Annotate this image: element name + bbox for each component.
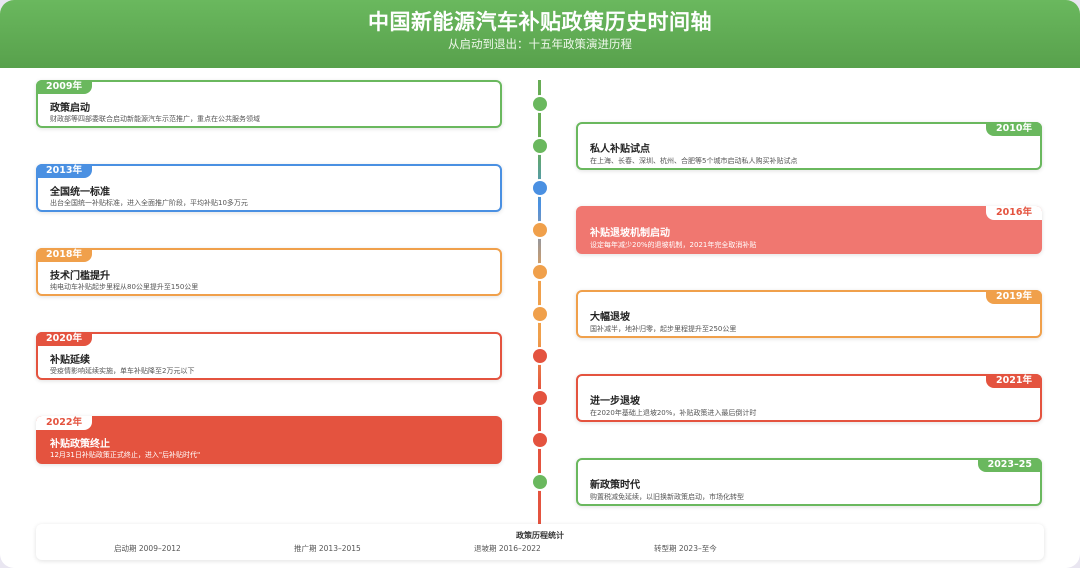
year-badge: 2009年: [36, 80, 92, 94]
page-title: 中国新能源汽车补贴政策历史时间轴: [368, 10, 712, 34]
event-description: 12月31日补贴政策正式终止，进入"后补贴时代": [50, 451, 201, 459]
event-card-2021: 2021年 进一步退坡 在2020年基础上退坡20%，补贴政策进入最后倒计时: [576, 374, 1042, 422]
timeline-dot: [533, 97, 547, 111]
stats-period: 退坡期 2016–2022: [474, 544, 541, 553]
timeline-dot: [533, 433, 547, 447]
event-description: 国补减半，地补归零，起步里程提升至250公里: [590, 325, 737, 333]
event-card-2023-25: 2023–25 新政策时代 购置税减免延续，以旧换新政策启动，市场化转型: [576, 458, 1042, 506]
event-card-2009: 2009年 政策启动 财政部等四部委联合启动新能源汽车示范推广，重点在公共服务领…: [36, 80, 502, 128]
event-card-2010: 2010年 私人补贴试点 在上海、长春、深圳、杭州、合肥等5个城市启动私人购买补…: [576, 122, 1042, 170]
year-badge: 2013年: [36, 164, 92, 178]
year-badge: 2022年: [36, 416, 92, 430]
event-card-2022: 2022年 补贴政策终止 12月31日补贴政策正式终止，进入"后补贴时代": [36, 416, 502, 464]
stats-period: 启动期 2009–2012: [114, 544, 181, 553]
event-card-2020: 2020年 补贴延续 受疫情影响延续实施，单车补贴降至2万元以下: [36, 332, 502, 380]
timeline-dot: [533, 223, 547, 237]
event-description: 在上海、长春、深圳、杭州、合肥等5个城市启动私人购买补贴试点: [590, 157, 798, 165]
year-badge: 2018年: [36, 248, 92, 262]
event-card-2019: 2019年 大幅退坡 国补减半，地补归零，起步里程提升至250公里: [576, 290, 1042, 338]
page-subtitle: 从启动到退出：十五年政策演进历程: [448, 37, 632, 51]
policy-stats-panel: 政策历程统计 启动期 2009–2012 推广期 2013–2015 退坡期 2…: [36, 524, 1044, 560]
event-title: 新政策时代: [590, 480, 640, 491]
timeline-dot: [533, 349, 547, 363]
event-card-2013: 2013年 全国统一标准 出台全国统一补贴标准，进入全面推广阶段，平均补贴10多…: [36, 164, 502, 212]
timeline-dot: [533, 139, 547, 153]
timeline-dot: [533, 391, 547, 405]
event-card-2018: 2018年 技术门槛提升 纯电动车补贴起步里程从80公里提升至150公里: [36, 248, 502, 296]
timeline-dot: [533, 265, 547, 279]
timeline-axis: [538, 80, 541, 524]
year-badge: 2016年: [986, 206, 1042, 220]
event-title: 补贴延续: [50, 355, 90, 366]
timeline-dot: [533, 307, 547, 321]
event-title: 政策启动: [50, 103, 90, 114]
year-badge: 2019年: [986, 290, 1042, 304]
timeline-dot: [533, 475, 547, 489]
event-title: 补贴退坡机制启动: [590, 228, 670, 239]
stats-period: 推广期 2013–2015: [294, 544, 361, 553]
event-description: 纯电动车补贴起步里程从80公里提升至150公里: [50, 283, 199, 291]
event-title: 技术门槛提升: [50, 271, 110, 282]
stats-title: 政策历程统计: [516, 531, 564, 540]
event-description: 财政部等四部委联合启动新能源汽车示范推广，重点在公共服务领域: [50, 115, 260, 123]
year-badge: 2020年: [36, 332, 92, 346]
event-description: 购置税减免延续，以旧换新政策启动，市场化转型: [590, 493, 744, 501]
year-badge: 2021年: [986, 374, 1042, 388]
event-title: 进一步退坡: [590, 396, 640, 407]
event-description: 在2020年基础上退坡20%，补贴政策进入最后倒计时: [590, 409, 757, 417]
year-badge: 2023–25: [977, 458, 1042, 472]
event-card-2016: 2016年 补贴退坡机制启动 设定每年减少20%的退坡机制，2021年完全取消补…: [576, 206, 1042, 254]
event-title: 大幅退坡: [590, 312, 630, 323]
event-description: 出台全国统一补贴标准，进入全面推广阶段，平均补贴10多万元: [50, 199, 248, 207]
event-description: 设定每年减少20%的退坡机制，2021年完全取消补贴: [590, 241, 757, 249]
event-title: 补贴政策终止: [50, 439, 110, 450]
event-title: 私人补贴试点: [590, 144, 650, 155]
timeline-dot: [533, 181, 547, 195]
event-title: 全国统一标准: [50, 187, 110, 198]
event-description: 受疫情影响延续实施，单车补贴降至2万元以下: [50, 367, 195, 375]
year-badge: 2010年: [986, 122, 1042, 136]
header-banner: 中国新能源汽车补贴政策历史时间轴 从启动到退出：十五年政策演进历程: [0, 0, 1080, 68]
stats-period: 转型期 2023–至今: [654, 544, 717, 553]
